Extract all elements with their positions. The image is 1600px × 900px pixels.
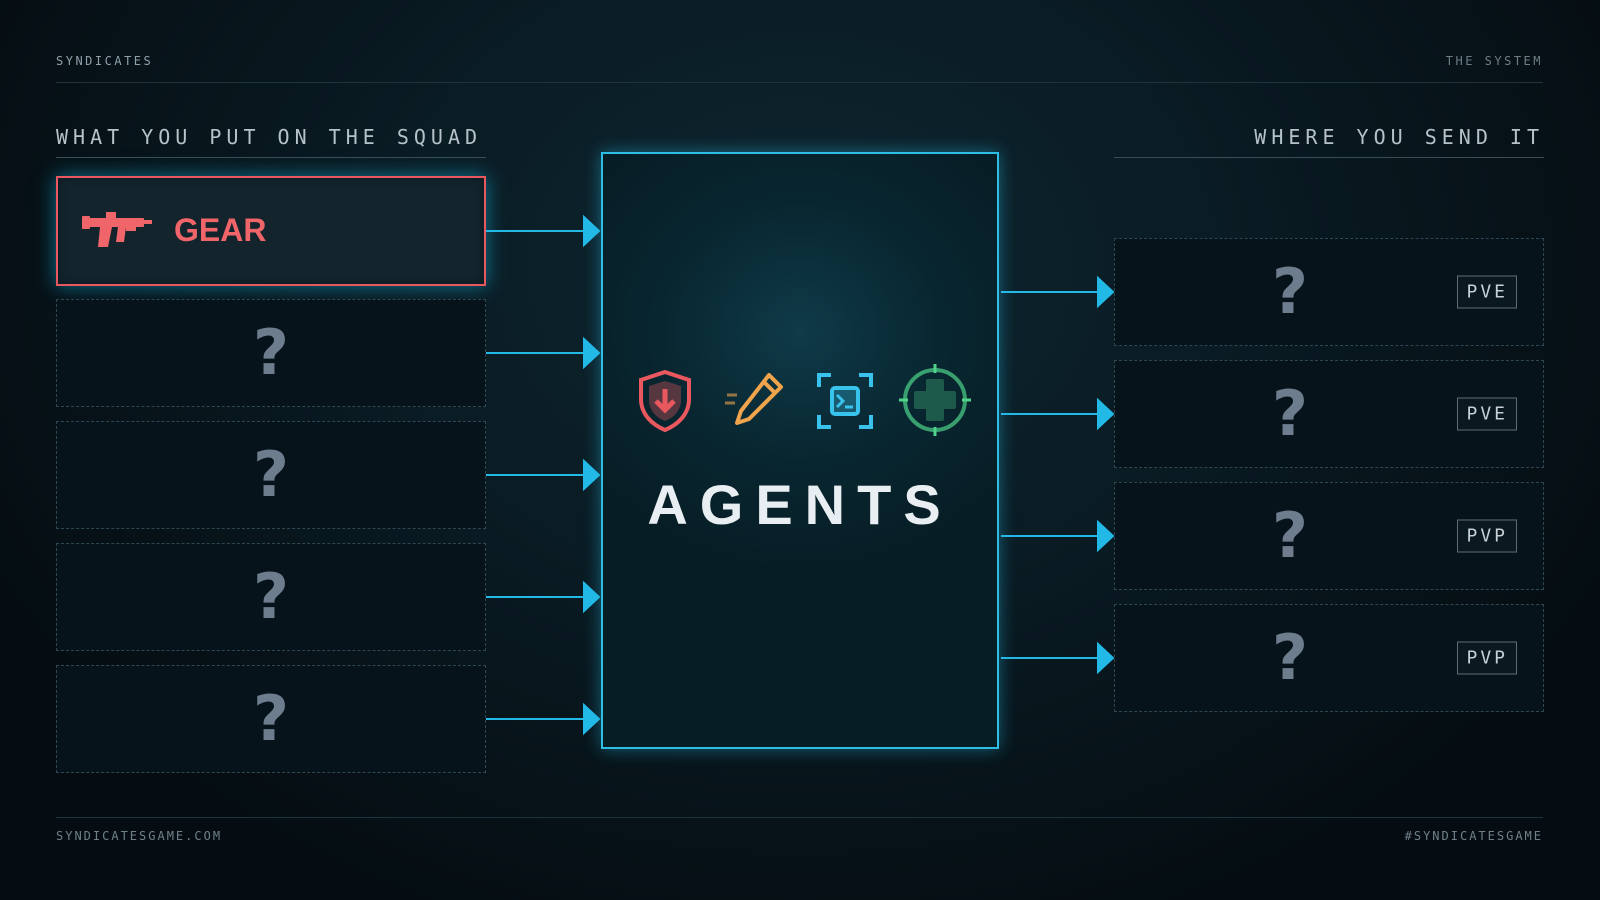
mode-badge: PVE (1457, 397, 1517, 431)
site-link[interactable]: SYNDICATESGAME.COM (56, 829, 223, 843)
arrow-head (583, 702, 601, 736)
arrow-head (583, 580, 601, 614)
squad-slot-2: ? (56, 299, 486, 407)
right-heading: WHERE YOU SEND IT (1114, 125, 1544, 158)
left-heading: WHAT YOU PUT ON THE SQUAD (56, 125, 486, 158)
unknown-mark: ? (253, 560, 289, 633)
unknown-mark: ? (1272, 621, 1308, 694)
unknown-mark: ? (1272, 255, 1308, 328)
unknown-mark: ? (253, 682, 289, 755)
hashtag-label: #SYNDICATESGAME (1404, 829, 1543, 843)
squad-slot-5: ? (56, 665, 486, 773)
arrow-head (1097, 397, 1115, 431)
arrow-head (583, 336, 601, 370)
squad-slot-4: ? (56, 543, 486, 651)
arrow-head (1097, 519, 1115, 553)
section-label: THE SYSTEM (1445, 54, 1543, 68)
gun-icon (82, 210, 154, 252)
mode-badge: PVP (1457, 641, 1517, 675)
arrow-head (1097, 275, 1115, 309)
gear-label: GEAR (174, 212, 267, 248)
destination-slot-3: ? PVP (1114, 482, 1544, 590)
gear-slot: GEAR (56, 176, 486, 286)
footer-bar: SYNDICATESGAME.COM #SYNDICATESGAME (56, 817, 1543, 846)
destination-slot-1: ? PVE (1114, 238, 1544, 346)
unknown-mark: ? (253, 438, 289, 511)
squad-slot-3: ? (56, 421, 486, 529)
unknown-mark: ? (1272, 377, 1308, 450)
agents-box: AGENTS (601, 152, 999, 749)
mode-badge: PVP (1457, 519, 1517, 553)
shield-down-icon (637, 369, 693, 437)
terminal-focus-icon (815, 369, 875, 437)
arrow-head (1097, 641, 1115, 675)
agent-icons (603, 364, 997, 439)
header-bar: SYNDICATES THE SYSTEM (56, 54, 1543, 83)
crosshair-plus-icon (899, 363, 971, 441)
agents-title: AGENTS (647, 473, 953, 536)
mode-badge: PVE (1457, 275, 1517, 309)
arrow-head (583, 458, 601, 492)
unknown-mark: ? (253, 316, 289, 389)
brand-label: SYNDICATES (56, 54, 154, 68)
destination-slot-4: ? PVP (1114, 604, 1544, 712)
unknown-mark: ? (1272, 499, 1308, 572)
destination-slot-2: ? PVE (1114, 360, 1544, 468)
arrow-head (583, 214, 601, 248)
pencil-icon (723, 369, 787, 437)
